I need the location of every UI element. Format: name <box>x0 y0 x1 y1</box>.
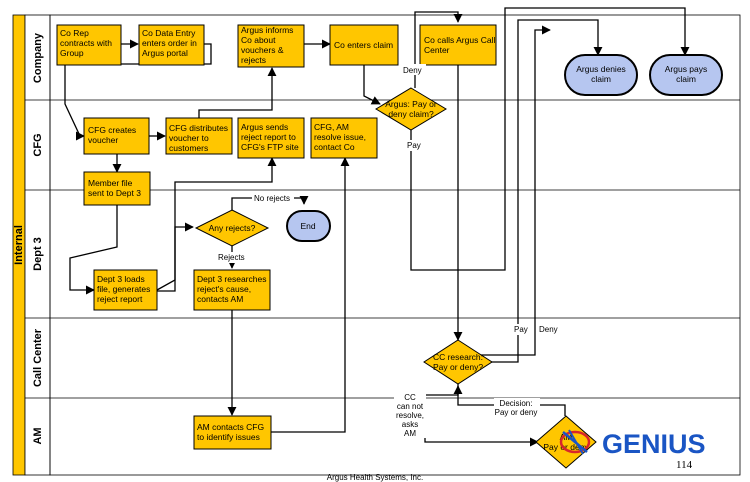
connector <box>156 222 194 291</box>
connector <box>271 157 350 433</box>
connectors <box>64 7 690 447</box>
connector <box>414 11 463 88</box>
swimlane-frame: Internal Company CFG Dept 3 Call Center … <box>12 14 741 476</box>
label-decision-pay-deny: Decision:Pay or deny <box>495 399 538 417</box>
label-deny-cc: Deny <box>539 325 558 334</box>
connector <box>157 157 277 292</box>
lane-label-am: AM <box>32 427 44 444</box>
label-no-rejects: No rejects <box>254 194 290 203</box>
svg-text:End: End <box>300 221 315 231</box>
genius-logo: GENIUS <box>559 429 706 459</box>
connector <box>410 7 690 271</box>
lane-area <box>49 14 741 476</box>
decision-cc-research: CC research:Pay or deny? <box>423 339 493 385</box>
footer-caption: Argus Health Systems, Inc. <box>327 473 423 482</box>
label-pay-mid: Pay <box>407 141 421 150</box>
connector <box>69 205 118 295</box>
svg-text:CC research:Pay or deny?: CC research:Pay or deny? <box>433 352 483 372</box>
svg-text:Any rejects?: Any rejects? <box>209 223 256 233</box>
process-co-enters-claim: Co enters claim <box>329 24 399 66</box>
label-pay-cc: Pay <box>514 325 528 334</box>
terminal-end: End <box>286 210 331 242</box>
page-number: 114 <box>676 459 693 471</box>
label-deny-top: Deny <box>403 66 422 75</box>
connector <box>363 64 381 105</box>
connector <box>475 25 551 356</box>
connector <box>485 19 603 363</box>
lane-label-company: Company <box>32 32 44 83</box>
label-rejects: Rejects <box>218 253 245 262</box>
decision-any-rejects: Any rejects? <box>194 209 270 247</box>
logo-mark-icon <box>559 429 591 455</box>
lane-label-call-center: Call Center <box>32 328 44 387</box>
lane-label-dept3: Dept 3 <box>32 237 44 271</box>
svg-text:Co enters claim: Co enters claim <box>334 40 393 50</box>
outer-lane-label: Internal <box>13 225 25 265</box>
lane-label-cfg: CFG <box>32 133 44 156</box>
connector <box>198 67 277 118</box>
logo-text: GENIUS <box>602 429 706 459</box>
